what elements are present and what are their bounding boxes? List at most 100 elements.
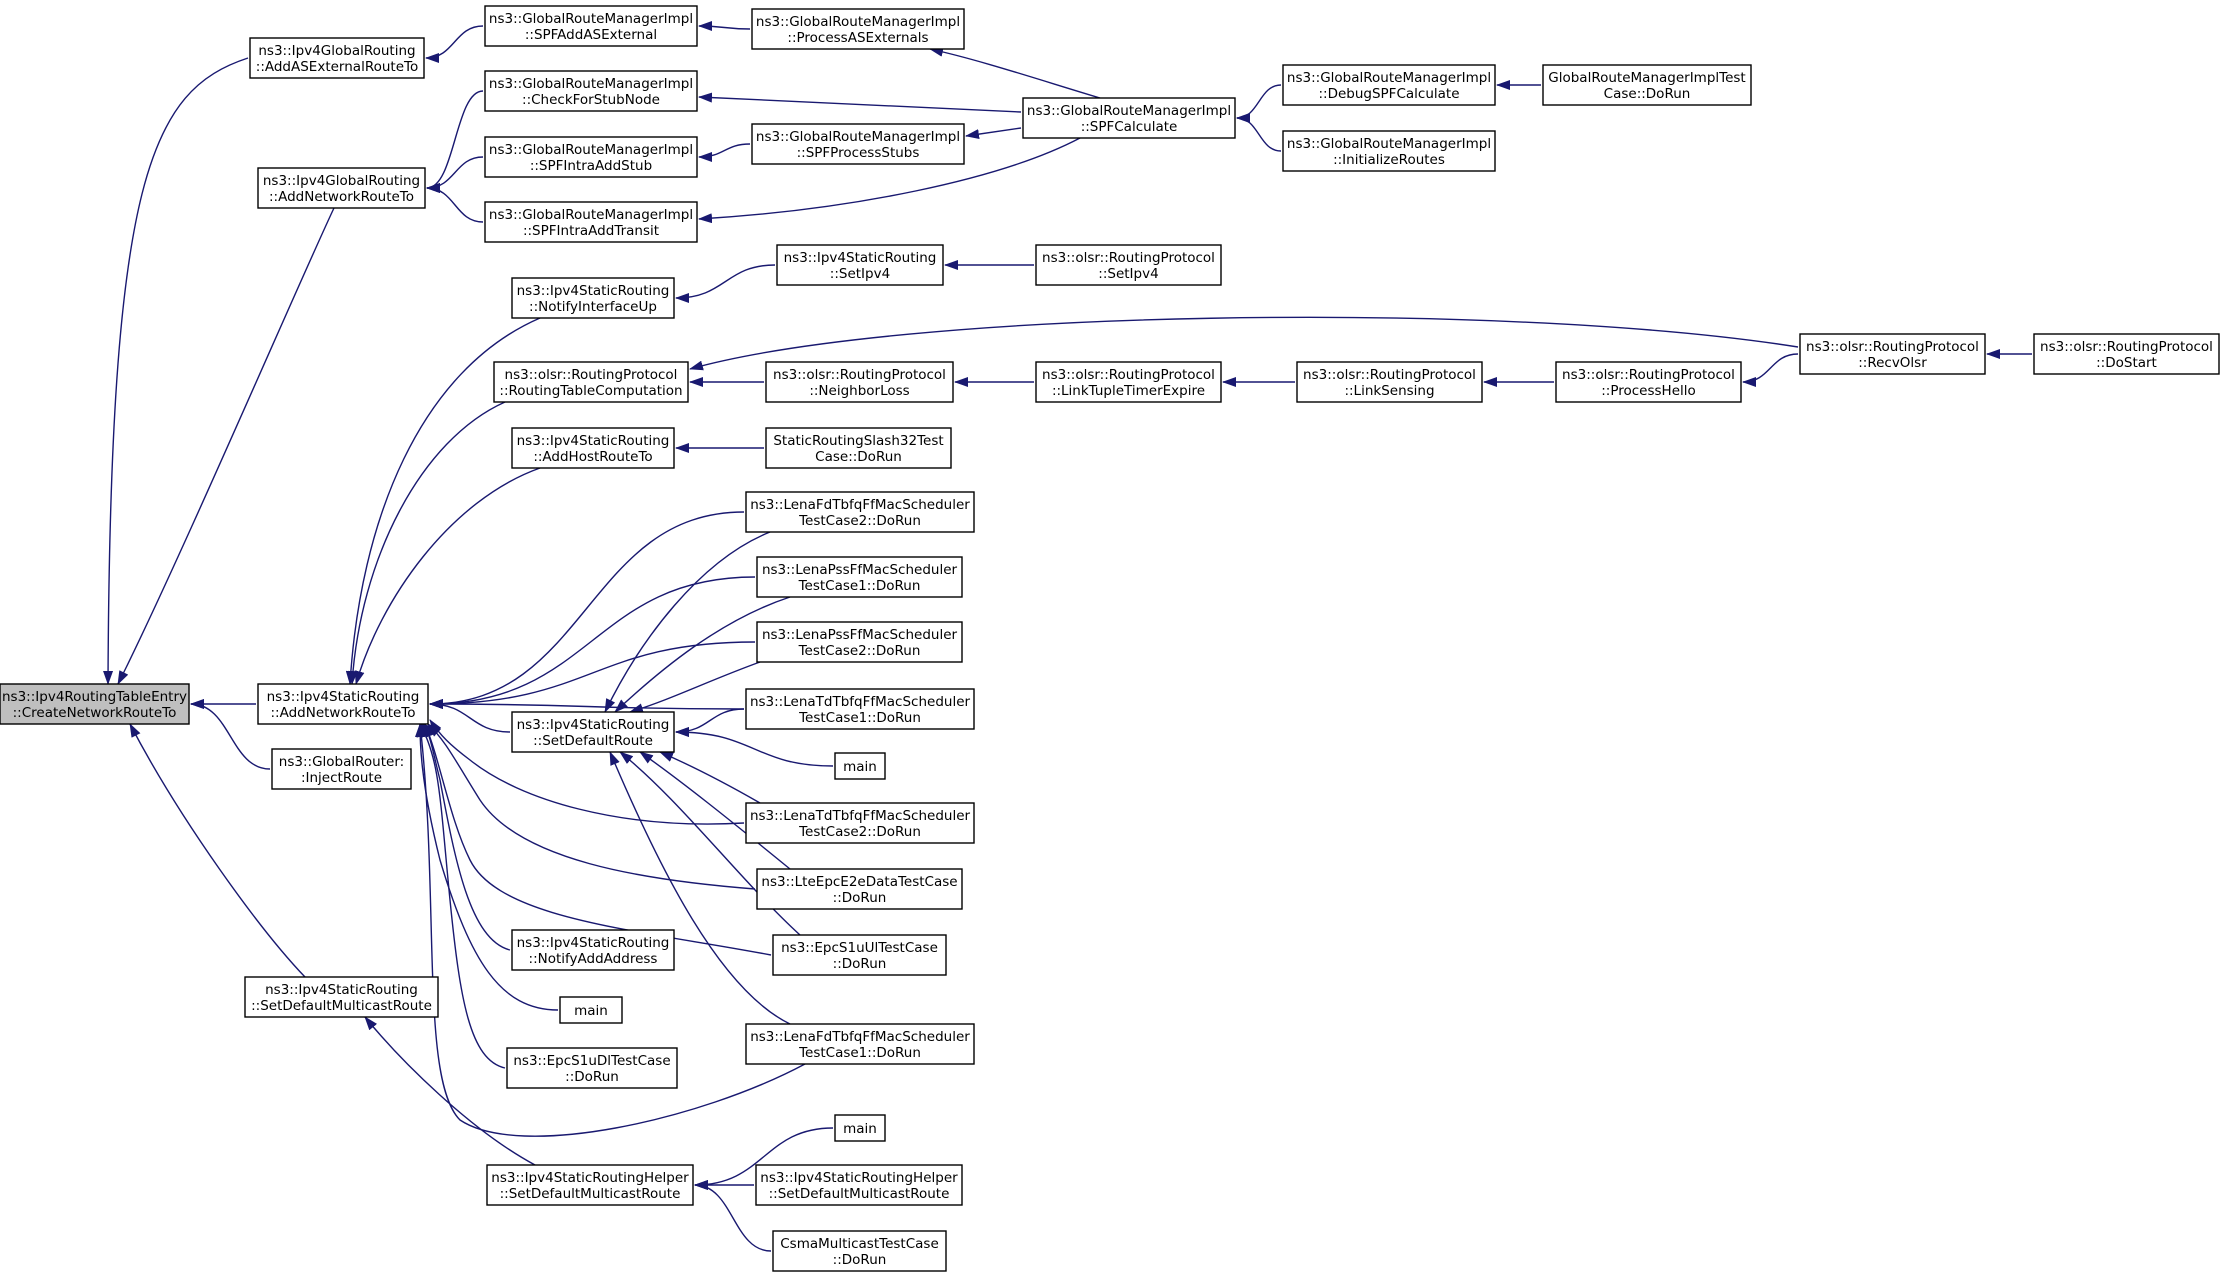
edge-n_intratransit-to-n_addnet_g [426,183,484,223]
node-label-line: ::SetDefaultRoute [533,733,653,749]
edge-n_addnet_g-to-root [117,207,335,685]
node-linksensing[interactable]: ns3::olsr::RoutingProtocol::LinkSensing [1296,361,1483,403]
node-tdtbfq1[interactable]: ns3::LenaTdTbfqFfMacSchedulerTestCase1::… [745,688,975,730]
node-label-line: ns3::LenaPssFfMacScheduler [762,562,958,578]
node-label-line: ns3::Ipv4StaticRouting [267,689,420,705]
edge-n_rtcomp-to-n_addnet_s [347,401,506,685]
node-initroutes[interactable]: ns3::GlobalRouteManagerImpl::InitializeR… [1282,130,1496,172]
node-label-line: GlobalRouteManagerImplTest [1548,70,1745,86]
node-label-line: ::DoRun [833,890,887,906]
node-box [559,996,623,1024]
node-box [745,802,975,844]
node-label-line: TestCase1::DoRun [798,710,921,726]
node-label-line: main [574,1003,608,1019]
node-box [751,123,965,165]
node-setdefault[interactable]: ns3::Ipv4StaticRouting::SetDefaultRoute [511,711,675,753]
node-label-line: :InjectRoute [301,770,382,786]
node-label-line: StaticRoutingSlash32Test [773,433,943,449]
node-main2[interactable]: main [559,996,623,1024]
edge-n_addhost-to-n_addnet_s [354,467,541,685]
node-linktuple[interactable]: ns3::olsr::RoutingProtocol::LinkTupleTim… [1035,361,1222,403]
node-label-line: TestCase2::DoRun [798,824,921,840]
node-notifyup[interactable]: ns3::Ipv4StaticRouting::NotifyInterfaceU… [511,277,675,319]
node-addas[interactable]: ns3::Ipv4GlobalRouting::AddASExternalRou… [249,37,425,79]
node-notifyaddr[interactable]: ns3::Ipv4StaticRouting::NotifyAddAddress [511,929,675,971]
node-helper-setdefmc2[interactable]: ns3::Ipv4StaticRoutingHelper::SetDefault… [755,1164,963,1206]
edge-n_pss1-to-n_addnet_s [429,576,756,709]
node-box [1555,361,1742,403]
node-label-line: ::DoRun [565,1069,619,1085]
node-intratransit[interactable]: ns3::GlobalRouteManagerImpl::SPFIntraAdd… [484,201,698,243]
node-processas[interactable]: ns3::GlobalRouteManagerImpl::ProcessASEx… [751,8,965,50]
node-label-line: Case::DoRun [1604,86,1691,102]
edge-n_spfcalc-to-n_processas [929,46,1101,99]
node-pss2[interactable]: ns3::LenaPssFfMacSchedulerTestCase2::DoR… [756,621,963,663]
node-label-line: ::SPFIntraAddStub [530,158,652,174]
edge-n_tdtbfq1-to-n_addnet_s [429,699,745,710]
node-box [2033,333,2220,375]
node-fdtbfq1[interactable]: ns3::LenaFdTbfqFfMacSchedulerTestCase1::… [745,1023,975,1065]
node-pss1[interactable]: ns3::LenaPssFfMacSchedulerTestCase1::DoR… [756,556,963,598]
node-inject[interactable]: ns3::GlobalRouter::InjectRoute [271,748,412,790]
node-tdtbfq2[interactable]: ns3::LenaTdTbfqFfMacSchedulerTestCase2::… [745,802,975,844]
node-box [511,277,675,319]
node-box [1542,64,1752,106]
node-label-line: TestCase1::DoRun [798,1045,921,1061]
node-main1[interactable]: main [834,752,886,780]
node-label-line: ns3::Ipv4StaticRouting [517,935,670,951]
edge-n_processas-to-n_spfaddas [698,21,751,32]
node-label-line: ns3::LenaTdTbfqFfMacScheduler [750,808,971,824]
node-label-line: ns3::olsr::RoutingProtocol [1303,367,1476,383]
node-addnet-g[interactable]: ns3::Ipv4GlobalRouting::AddNetworkRouteT… [257,167,426,209]
node-label-line: ::ProcessHello [1601,383,1696,399]
node-label-line: ::NotifyAddAddress [529,951,658,967]
node-box [484,136,698,178]
node-label-line: ::AddASExternalRouteTo [256,59,418,75]
node-label-line: main [843,1121,877,1137]
node-csma[interactable]: CsmaMulticastTestCase::DoRun [772,1230,947,1272]
node-helper-setdefmc[interactable]: ns3::Ipv4StaticRoutingHelper::SetDefault… [486,1164,694,1206]
node-label-line: ::InitializeRoutes [1333,152,1445,168]
node-s1uul[interactable]: ns3::EpcS1uUlTestCase::DoRun [772,934,947,976]
node-label-line: ns3::LenaPssFfMacScheduler [762,627,958,643]
node-addnet-s[interactable]: ns3::Ipv4StaticRouting::AddNetworkRouteT… [257,683,429,725]
node-box [484,5,698,47]
edge-n_setdefmc-to-root [129,723,306,978]
node-label-line: ::NotifyInterfaceUp [529,299,657,315]
node-box [486,1164,694,1206]
edge-n_debugspf-to-n_spfcalc [1236,84,1282,123]
node-fdtbfq2[interactable]: ns3::LenaFdTbfqFfMacSchedulerTestCase2::… [745,491,975,533]
node-setdefmc[interactable]: ns3::Ipv4StaticRouting::SetDefaultMultic… [244,976,439,1018]
node-dostart[interactable]: ns3::olsr::RoutingProtocol::DoStart [2033,333,2220,375]
edges-layer [103,21,2033,1252]
node-debugspf[interactable]: ns3::GlobalRouteManagerImpl::DebugSPFCal… [1282,64,1496,106]
node-addhost[interactable]: ns3::Ipv4StaticRouting::AddHostRouteTo [511,427,675,469]
node-label-line: ns3::EpcS1uUlTestCase [781,940,938,956]
edge-n_setdefault-to-n_addnet_s [429,699,511,733]
edge-n_fdtbfq1-to-n_addnet_s [416,723,806,1137]
node-rtcomp[interactable]: ns3::olsr::RoutingProtocol::RoutingTable… [493,361,689,403]
node-label-line: ::DoRun [833,956,887,972]
node-processhello[interactable]: ns3::olsr::RoutingProtocol::ProcessHello [1555,361,1742,403]
node-olsr-setipv4[interactable]: ns3::olsr::RoutingProtocol::SetIpv4 [1035,244,1222,286]
edge-n_spfcalc-to-n_intratransit [698,137,1081,224]
node-setipv4[interactable]: ns3::Ipv4StaticRouting::SetIpv4 [776,244,944,286]
node-box [484,70,698,112]
node-label-line: ns3::olsr::RoutingProtocol [1042,250,1215,266]
node-main3[interactable]: main [834,1114,886,1142]
node-processstubs[interactable]: ns3::GlobalRouteManagerImpl::SPFProcessS… [751,123,965,165]
node-root[interactable]: ns3::Ipv4RoutingTableEntry::CreateNetwor… [0,683,190,725]
node-nbrloss[interactable]: ns3::olsr::RoutingProtocol::NeighborLoss [765,361,954,403]
node-spfaddas[interactable]: ns3::GlobalRouteManagerImpl::SPFAddASExt… [484,5,698,47]
node-label-line: ns3::EpcS1uDlTestCase [513,1053,670,1069]
node-intrastub[interactable]: ns3::GlobalRouteManagerImpl::SPFIntraAdd… [484,136,698,178]
node-e2e[interactable]: ns3::LteEpcE2eDataTestCase::DoRun [756,868,963,910]
node-label-line: ns3::Ipv4GlobalRouting [258,43,415,59]
node-recvolsr[interactable]: ns3::olsr::RoutingProtocol::RecvOlsr [1799,333,1986,375]
node-checkstub[interactable]: ns3::GlobalRouteManagerImpl::CheckForStu… [484,70,698,112]
node-spfcalc[interactable]: ns3::GlobalRouteManagerImpl::SPFCalculat… [1022,97,1236,139]
node-s1udl[interactable]: ns3::EpcS1uDlTestCase::DoRun [506,1047,678,1089]
node-label-line: ::AddNetworkRouteTo [269,189,414,205]
